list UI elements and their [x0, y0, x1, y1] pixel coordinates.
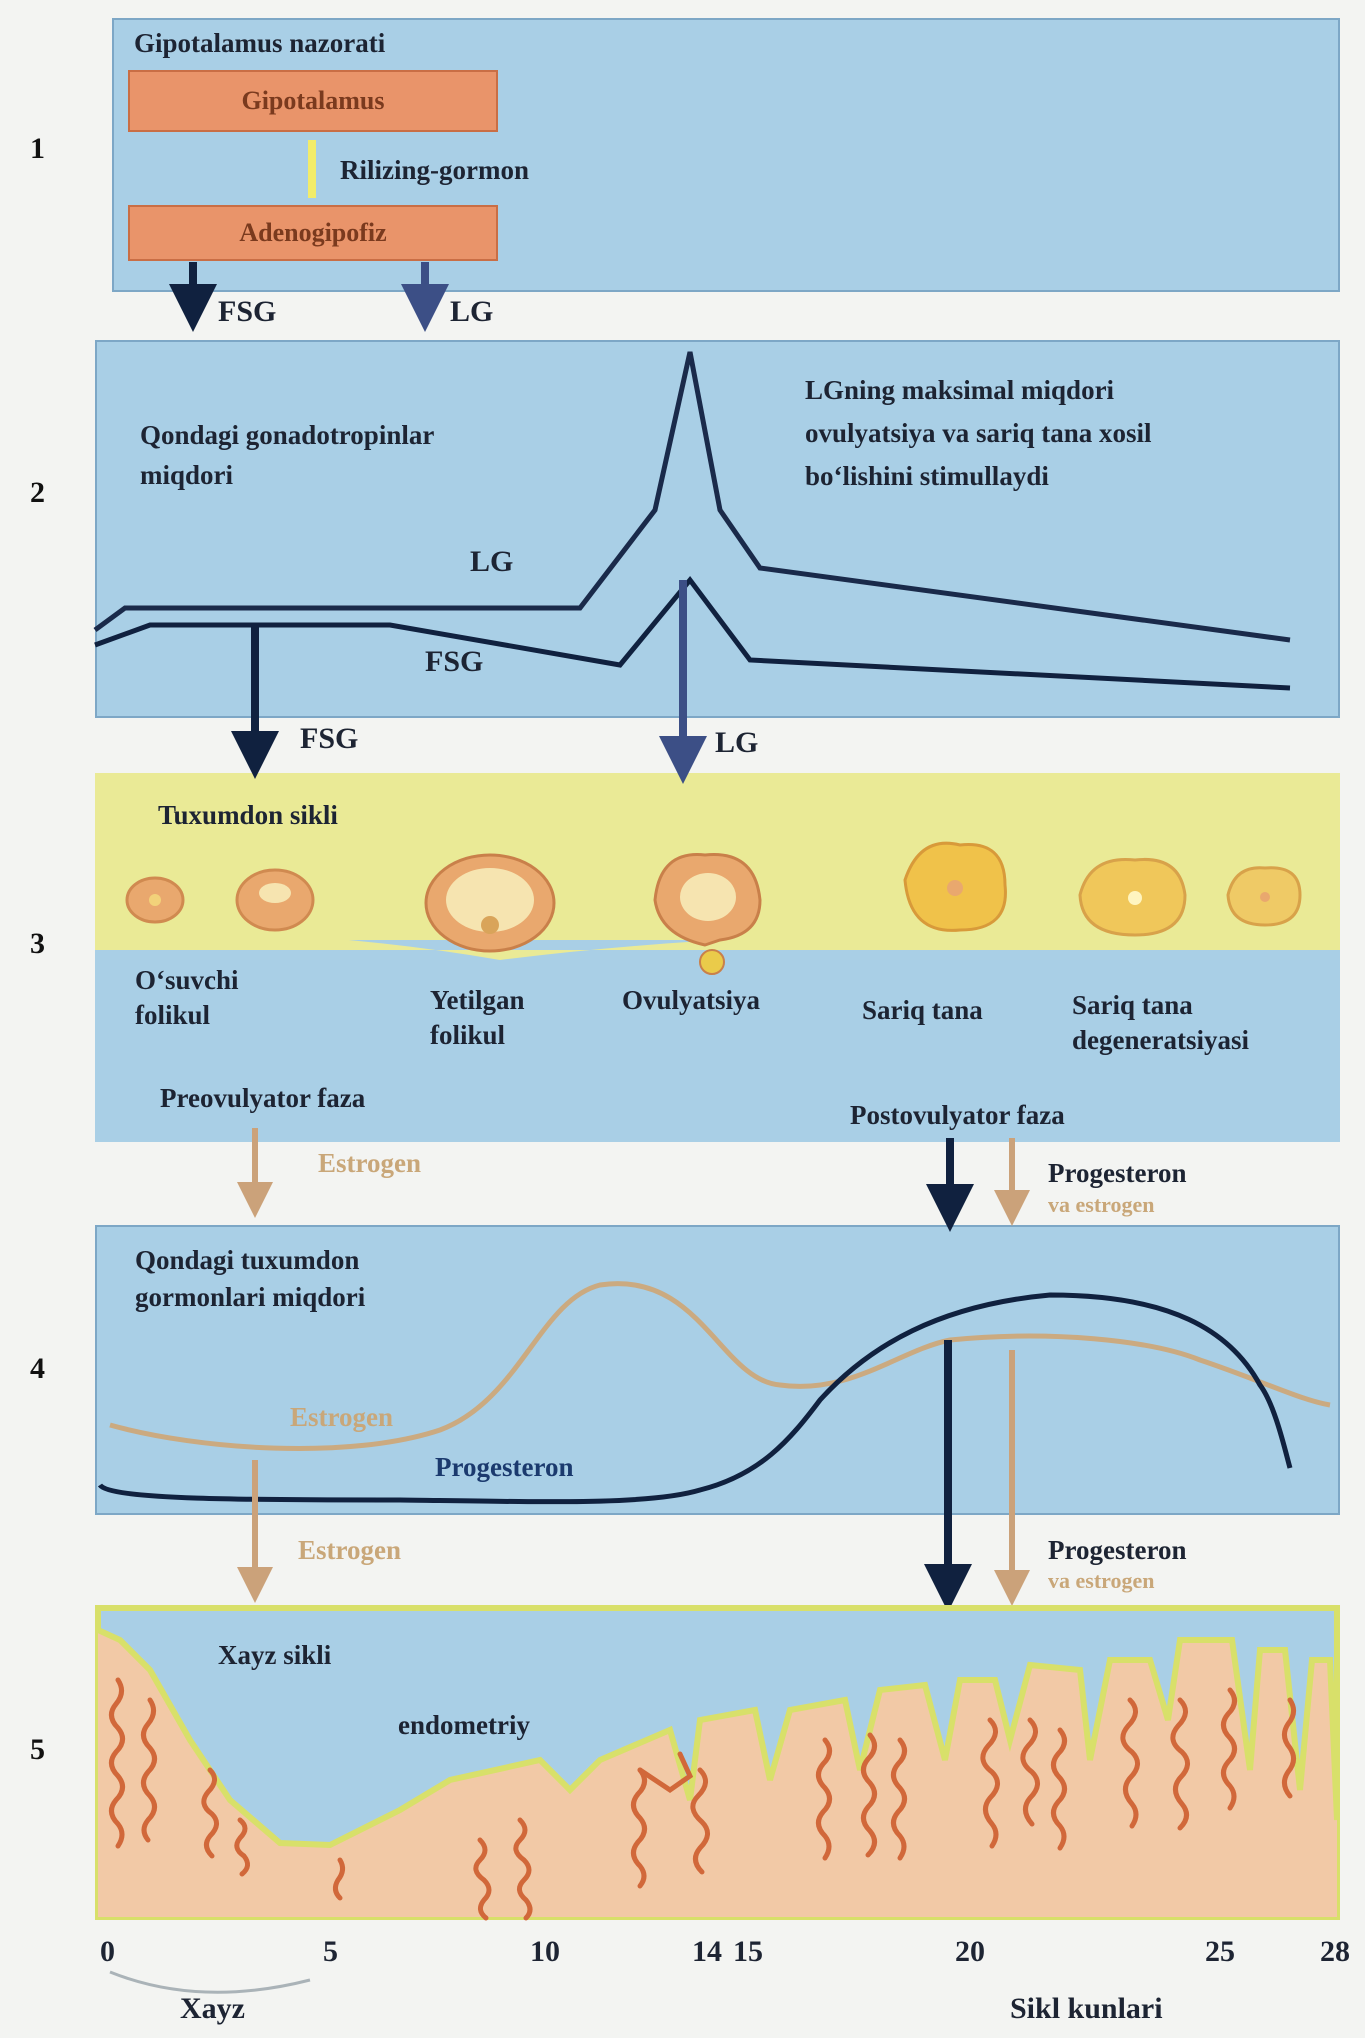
mature-follicle-icon: [426, 855, 554, 951]
menses-bracket: [110, 1972, 310, 1992]
corpus-luteum-degenerating-icon: [1080, 859, 1185, 935]
axis-tick: 28: [1320, 1935, 1350, 1969]
estrogen-curve: [110, 1284, 1330, 1449]
cycle-days-label: Sikl kunlari: [1010, 1992, 1163, 2026]
lg-curve: [95, 352, 1290, 640]
axis-tick: 15: [733, 1935, 763, 1969]
progesterone-curve: [100, 1295, 1290, 1502]
growing-follicle-2-icon: [237, 870, 313, 930]
ovulation-icon: [655, 855, 760, 974]
axis-tick: 20: [955, 1935, 985, 1969]
axis-tick: 25: [1205, 1935, 1235, 1969]
fsg-curve: [95, 580, 1290, 688]
menses-label: Xayz: [180, 1992, 245, 2026]
corpus-luteum-icon: [905, 843, 1005, 930]
endometrium-label: endometriy: [398, 1710, 530, 1741]
corpus-albicans-icon: [1228, 868, 1300, 925]
menstrual-cycle-title: Xayz sikli: [218, 1640, 331, 1671]
growing-follicle-icon: [127, 878, 183, 922]
axis-tick: 10: [530, 1935, 560, 1969]
axis-tick: 14: [692, 1935, 722, 1969]
axis-tick: 0: [100, 1935, 115, 1969]
axis-tick: 5: [323, 1935, 338, 1969]
